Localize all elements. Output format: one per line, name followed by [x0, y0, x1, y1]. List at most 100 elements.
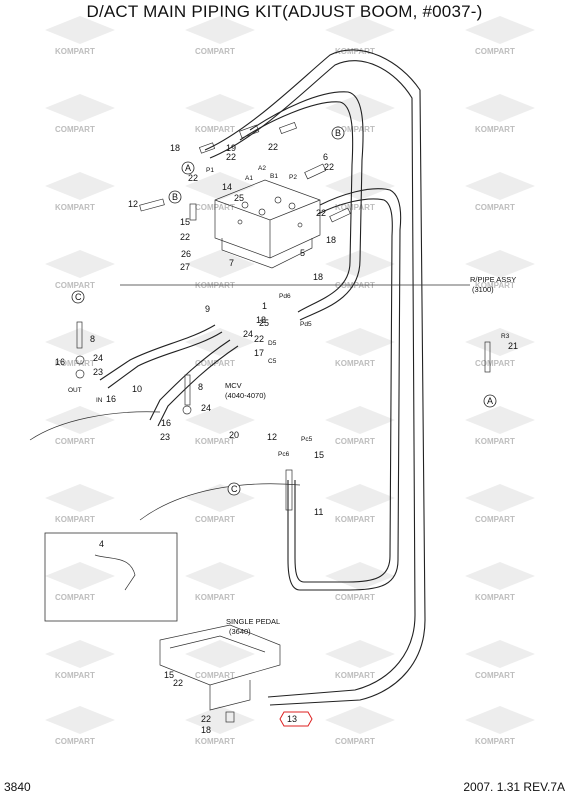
part-number-label[interactable]: 7	[229, 258, 234, 268]
watermark-text: COMPART	[335, 593, 375, 602]
part-number-label[interactable]: 25	[259, 318, 269, 328]
part-number-label[interactable]: 11	[314, 507, 323, 517]
part-number-label[interactable]: 9	[205, 304, 210, 314]
mcv-range-note: (4040-4070)	[225, 391, 266, 400]
part-number-label[interactable]: 18	[313, 272, 323, 282]
watermark-tile: COMPART	[325, 706, 395, 746]
watermark-tile: KOMPART	[185, 706, 255, 746]
part-number-label[interactable]: 20	[229, 430, 239, 440]
part-number-label[interactable]: 26	[181, 249, 191, 259]
watermark-text: COMPART	[475, 515, 515, 524]
part-number-label[interactable]: 22	[173, 678, 183, 688]
part-number-label[interactable]: 12	[267, 432, 277, 442]
part-number-label[interactable]: 22	[188, 173, 198, 183]
watermark-tile: KOMPART	[465, 562, 535, 602]
part-number-label[interactable]: 15	[180, 217, 190, 227]
watermark-text: KOMPART	[335, 203, 375, 212]
callout-a: A	[181, 161, 195, 175]
part-number-label[interactable]: 24	[201, 403, 211, 413]
watermark-text: KOMPART	[475, 281, 515, 290]
part-number-label[interactable]: 1	[262, 301, 267, 311]
part-number-label[interactable]: 22	[254, 334, 264, 344]
pedal-ref-note: (3640)	[229, 627, 251, 636]
part-number-label[interactable]: 6	[323, 152, 328, 162]
part-number-label[interactable]: 22	[180, 232, 190, 242]
watermark-text: COMPART	[195, 671, 235, 680]
watermark-text: KOMPART	[475, 593, 515, 602]
watermark-tile: KOMPART	[465, 406, 535, 446]
watermark-text: KOMPART	[195, 281, 235, 290]
part-number-label[interactable]: 10	[132, 384, 142, 394]
fittings-top	[139, 121, 351, 223]
part-number-label[interactable]: 18	[256, 315, 266, 325]
part-number-label[interactable]: 22	[324, 162, 334, 172]
rpipe-ref-note: (3100)	[472, 285, 494, 294]
part-number-label[interactable]: 22	[201, 714, 211, 724]
part-number-label[interactable]: 12	[128, 199, 138, 209]
port-label: B1	[270, 173, 278, 180]
revision-date: 2007. 1.31 REV.7A	[463, 780, 565, 794]
watermark-text: COMPART	[335, 125, 375, 134]
part-number-label[interactable]: 22	[226, 152, 236, 162]
watermark-tile: COMPART	[45, 94, 115, 134]
part-number-label[interactable]: 22	[316, 208, 326, 218]
port-label: P2	[289, 174, 297, 181]
watermark-tile: KOMPART	[465, 94, 535, 134]
watermark-tile: KOMPART	[185, 406, 255, 446]
part-number-label[interactable]: 24	[243, 329, 253, 339]
part-number-label[interactable]: 4	[99, 539, 104, 549]
port-label: OUT	[68, 387, 82, 394]
part-number-label[interactable]: 19	[226, 143, 236, 153]
watermark-text: COMPART	[55, 437, 95, 446]
part-number-label[interactable]: 14	[222, 182, 232, 192]
part-number-label[interactable]: 24	[93, 353, 103, 363]
part-number-label[interactable]: 18	[201, 725, 211, 735]
watermark-text: COMPART	[195, 515, 235, 524]
part-number-label[interactable]: 8	[198, 382, 203, 392]
rpipe-note: R/PIPE ASSY	[470, 275, 516, 284]
part-number-label[interactable]: 18	[326, 235, 336, 245]
part-number-label[interactable]: 15	[164, 670, 174, 680]
part-number-label[interactable]: 13	[287, 714, 297, 724]
svg-text:B: B	[172, 192, 178, 202]
part-number-label[interactable]: 18	[170, 143, 180, 153]
part-number-label[interactable]: 5	[300, 248, 305, 258]
part-number-label[interactable]: 23	[93, 367, 103, 377]
watermark-tile: COMPART	[185, 484, 255, 524]
part-number-label[interactable]: 21	[508, 341, 518, 351]
watermark-tile: KOMPART	[45, 640, 115, 680]
part-number-label[interactable]: 16	[161, 418, 171, 428]
part-number-label[interactable]: 8	[90, 334, 95, 344]
port-label: Pc5	[301, 436, 313, 443]
watermark-tile: COMPART	[465, 640, 535, 680]
svg-text:A: A	[185, 163, 191, 173]
watermark-text: COMPART	[475, 359, 515, 368]
part-13-highlight[interactable]	[279, 711, 313, 727]
watermark-text: COMPART	[475, 47, 515, 56]
watermark-text: COMPART	[195, 47, 235, 56]
part-number-label[interactable]: 22	[268, 142, 278, 152]
part-number-label[interactable]: 15	[314, 450, 324, 460]
port-label: P1	[206, 167, 214, 174]
callout-a: A	[483, 394, 497, 408]
part-number-label[interactable]: 23	[160, 432, 170, 442]
watermark-tile: KOMPART	[325, 328, 395, 368]
part-number-label[interactable]: 16	[55, 357, 65, 367]
watermark-tile: KOMPART	[325, 484, 395, 524]
watermark-tile: COMPART	[185, 328, 255, 368]
watermark-tile: KOMPART	[45, 172, 115, 212]
part-number-label[interactable]: 17	[254, 348, 264, 358]
watermark-tile: KOMPART	[465, 250, 535, 290]
port-label: Pc6	[278, 451, 290, 458]
part-number-label[interactable]: 27	[180, 262, 190, 272]
watermark-tile: KOMPART	[325, 172, 395, 212]
watermark-tile: KOMPART	[325, 16, 395, 56]
watermark-tile: COMPART	[465, 484, 535, 524]
detail-inset	[44, 532, 178, 622]
part-number-label[interactable]: 16	[106, 394, 116, 404]
watermark-tile: COMPART	[465, 16, 535, 56]
part-number-label[interactable]: 25	[234, 193, 244, 203]
